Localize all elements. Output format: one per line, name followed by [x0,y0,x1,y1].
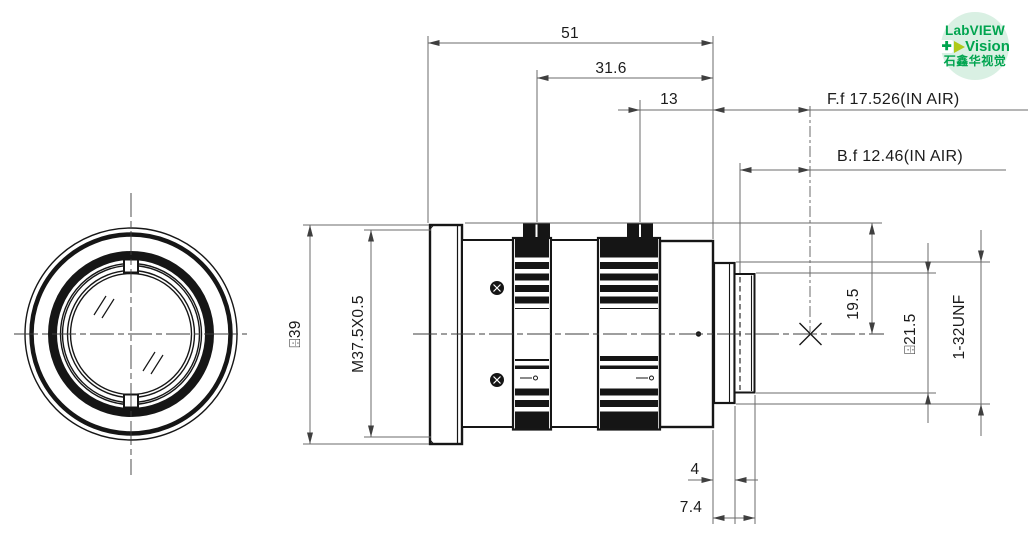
dim-front-length: 13 [660,91,678,108]
dim-back-focal: B.f 12.46(IN AIR) [837,148,964,165]
c-mount [712,261,756,405]
play-triangle-icon [954,40,966,53]
barrel-front-section [461,239,514,428]
plus-icon: ✚ [940,39,954,53]
dim-flange-focal: F.f 17.526(IN AIR) [827,91,960,108]
dim-mid-length: 31.6 [595,60,627,77]
logo-brand-text: LabVIEW [945,23,1005,38]
logo-product-text: Vision [965,38,1010,55]
centerlines [14,193,884,475]
dim-filter-thread: M37.5X0.5 [350,295,367,373]
dim-total-length: 51 [561,25,579,42]
labview-vision-logo: LabVIEW ✚ Vision 石鑫华视觉 [940,12,1010,80]
dim-center-height: 19.5 [845,288,862,320]
dim-mount-thread: 1-32UNF [951,294,968,360]
lens-side-view [428,223,756,446]
logo-product-row: ✚ Vision [940,39,1010,54]
dim-rear-step: 4 [690,461,700,478]
thumb-screws [523,223,653,242]
dim-front-diameter: ⌹39 [287,320,304,348]
dim-rear-diameter: ⌹21.5 [902,313,919,355]
set-screws [490,281,504,387]
extension-lines [303,36,990,524]
dimension-lines [309,42,1028,519]
dim-rear-length: 7.4 [679,499,703,516]
glass-hatch-marks [93,295,164,375]
logo-tagline-text: 石鑫华视觉 [943,54,1007,68]
